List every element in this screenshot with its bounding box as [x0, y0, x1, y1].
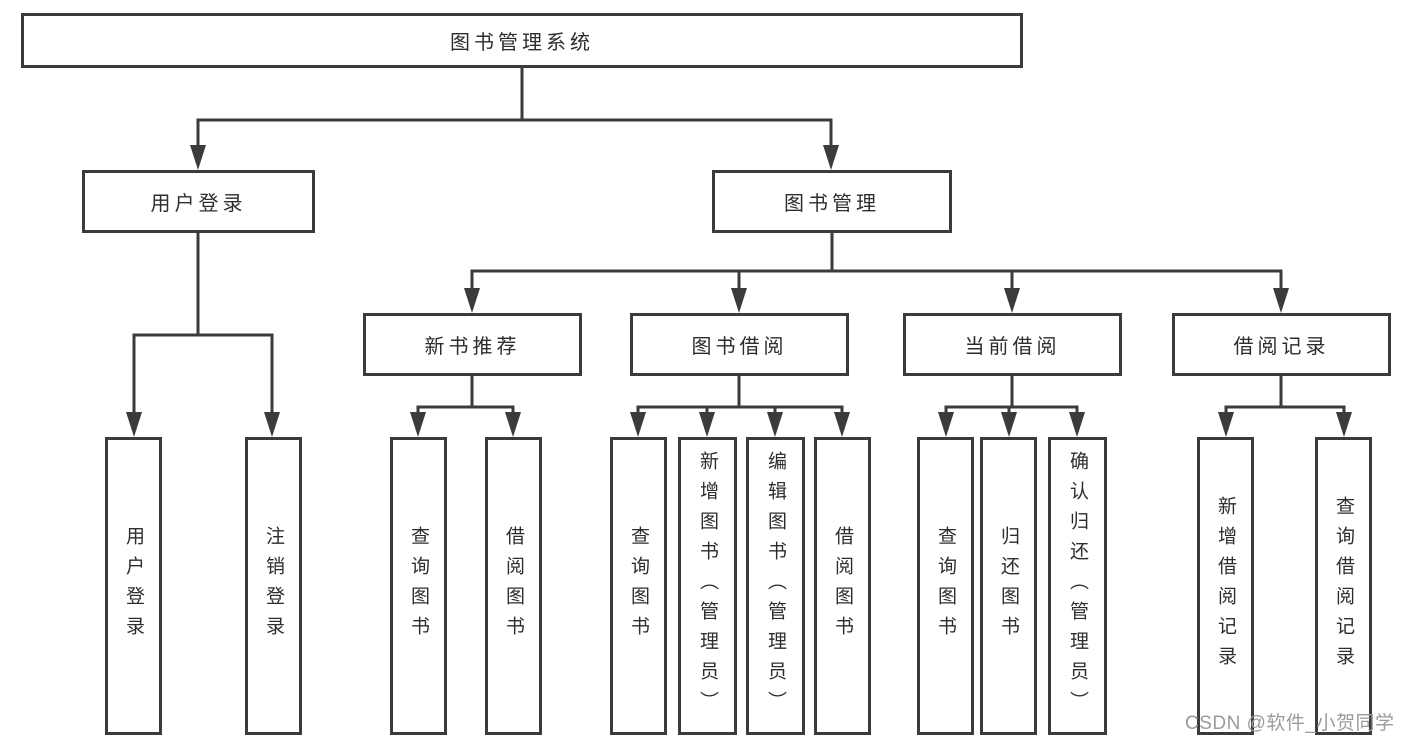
node-book-borrow: 图书借阅	[630, 313, 849, 376]
node-confirm-return-admin: 确认归还（管理员）	[1048, 437, 1107, 735]
node-query-books-borrow-label: 查询图书	[628, 526, 649, 646]
node-user-login-action: 用户登录	[105, 437, 162, 735]
node-query-books-current-label: 查询图书	[935, 526, 956, 646]
node-return-books: 归还图书	[980, 437, 1037, 735]
node-new-book-recommend: 新书推荐	[363, 313, 582, 376]
node-query-borrow-record: 查询借阅记录	[1315, 437, 1372, 735]
node-user-login-action-label: 用户登录	[123, 526, 144, 646]
node-root: 图书管理系统	[21, 13, 1023, 68]
node-current-borrow: 当前借阅	[903, 313, 1122, 376]
node-edit-book-admin: 编辑图书（管理员）	[746, 437, 805, 735]
node-confirm-return-admin-label: 确认归还（管理员）	[1067, 451, 1088, 721]
node-borrow-books: 借阅图书	[814, 437, 871, 735]
node-logout-label: 注销登录	[263, 526, 284, 646]
node-book-borrow-label: 图书借阅	[691, 336, 788, 358]
node-add-book-admin-label: 新增图书（管理员）	[697, 451, 718, 721]
node-edit-book-admin-label: 编辑图书（管理员）	[765, 451, 786, 721]
node-add-borrow-record-label: 新增借阅记录	[1215, 496, 1236, 676]
node-add-book-admin: 新增图书（管理员）	[678, 437, 737, 735]
node-borrow-books-recommend: 借阅图书	[485, 437, 542, 735]
node-borrow-records-label: 借阅记录	[1233, 336, 1330, 358]
node-query-borrow-record-label: 查询借阅记录	[1333, 496, 1354, 676]
node-add-borrow-record: 新增借阅记录	[1197, 437, 1254, 735]
node-logout: 注销登录	[245, 437, 302, 735]
node-query-books-current: 查询图书	[917, 437, 974, 735]
node-return-books-label: 归还图书	[998, 526, 1019, 646]
node-query-books-borrow: 查询图书	[610, 437, 667, 735]
node-root-label: 图书管理系统	[450, 32, 594, 54]
node-borrow-books-recommend-label: 借阅图书	[503, 526, 524, 646]
node-book-management: 图书管理	[712, 170, 952, 233]
node-query-books-recommend-label: 查询图书	[408, 526, 429, 646]
node-query-books-recommend: 查询图书	[390, 437, 447, 735]
node-new-book-recommend-label: 新书推荐	[424, 336, 521, 358]
watermark: CSDN @软件_小贺同学	[1185, 713, 1395, 734]
node-borrow-books-label: 借阅图书	[832, 526, 853, 646]
node-borrow-records: 借阅记录	[1172, 313, 1391, 376]
node-book-management-label: 图书管理	[784, 193, 880, 215]
node-user-login-label: 用户登录	[150, 193, 247, 215]
node-current-borrow-label: 当前借阅	[964, 336, 1061, 358]
node-user-login: 用户登录	[82, 170, 315, 233]
